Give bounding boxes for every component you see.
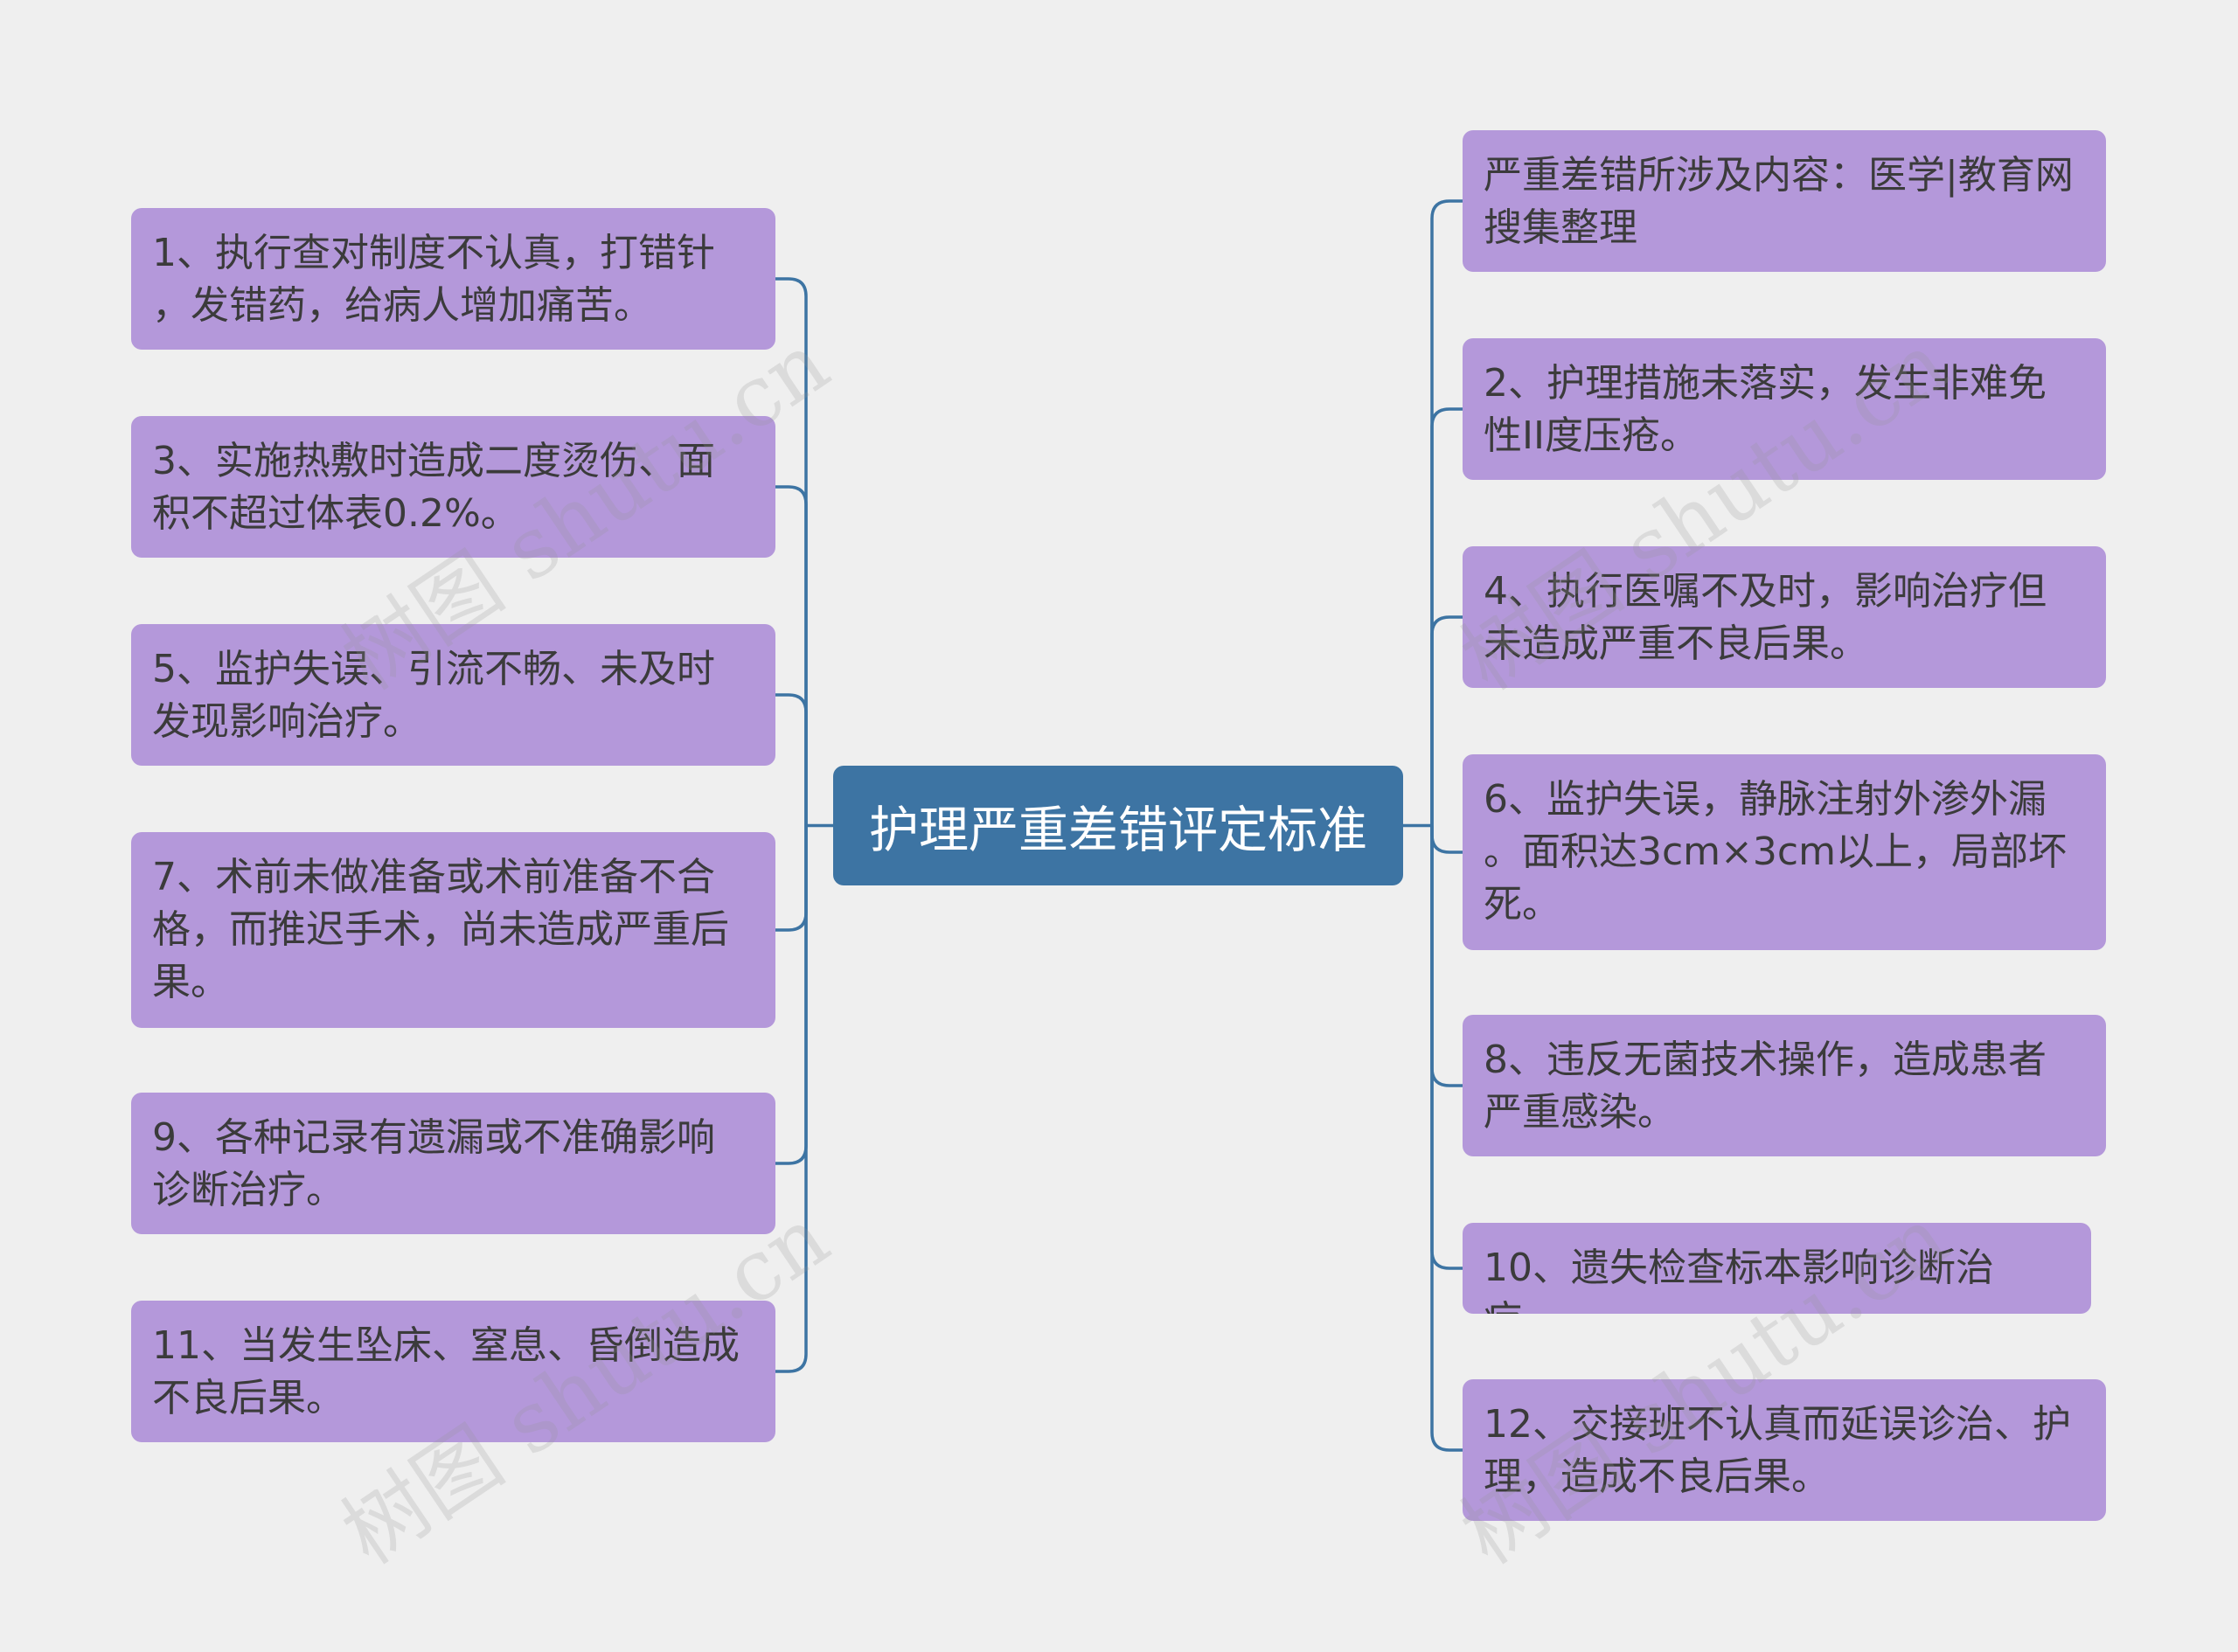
connector-line bbox=[775, 485, 808, 826]
branch-node-left-5[interactable]: 5、监护失误、引流不畅、未及时 发现影响治疗。 bbox=[131, 624, 775, 766]
connector-line bbox=[775, 825, 808, 1373]
connector-line bbox=[1430, 825, 1463, 1452]
branch-node-right-4[interactable]: 4、执行医嘱不及时，影响治疗但 未造成严重不良后果。 bbox=[1463, 546, 2106, 688]
connector-line bbox=[1430, 825, 1463, 1087]
branch-node-right-6[interactable]: 6、监护失误，静脉注射外渗外漏 。面积达3cm×3cm以上，局部坏 死。 bbox=[1463, 754, 2106, 950]
connector-line bbox=[775, 825, 808, 932]
branch-node-right-intro[interactable]: 严重差错所涉及内容：医学|教育网 搜集整理 bbox=[1463, 130, 2106, 272]
branch-node-left-1[interactable]: 1、执行查对制度不认真，打错针 ，发错药，给病人增加痛苦。 bbox=[131, 208, 775, 350]
root-node[interactable]: 护理严重差错评定标准 bbox=[833, 766, 1403, 885]
branch-node-right-12[interactable]: 12、交接班不认真而延误诊治、护 理，造成不良后果。 bbox=[1463, 1379, 2106, 1521]
connector-line bbox=[775, 825, 808, 1165]
connector-line bbox=[1430, 199, 1463, 826]
connector-line bbox=[775, 277, 808, 826]
branch-node-left-11[interactable]: 11、当发生坠床、窒息、昏倒造成 不良后果。 bbox=[131, 1301, 775, 1442]
connector-line bbox=[1430, 825, 1463, 854]
connector-line bbox=[1430, 825, 1463, 1270]
connector-line bbox=[1430, 407, 1463, 826]
branch-node-right-2[interactable]: 2、护理措施未落实，发生非难免 性II度压疮。 bbox=[1463, 338, 2106, 480]
branch-node-left-7[interactable]: 7、术前未做准备或术前准备不合 格，而推迟手术，尚未造成严重后 果。 bbox=[131, 832, 775, 1028]
connector-line bbox=[775, 693, 808, 826]
branch-node-left-3[interactable]: 3、实施热敷时造成二度烫伤、面 积不超过体表0.2%。 bbox=[131, 416, 775, 558]
connector-line bbox=[1430, 615, 1463, 826]
branch-node-left-9[interactable]: 9、各种记录有遗漏或不准确影响 诊断治疗。 bbox=[131, 1093, 775, 1234]
branch-node-right-10[interactable]: 10、遗失检查标本影响诊断治疗。 bbox=[1463, 1223, 2091, 1314]
branch-node-right-8[interactable]: 8、违反无菌技术操作，造成患者 严重感染。 bbox=[1463, 1015, 2106, 1156]
